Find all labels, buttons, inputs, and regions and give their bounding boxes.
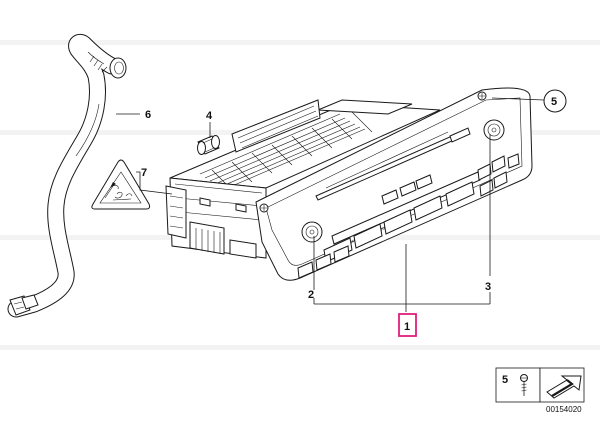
callout-1: 1 — [398, 313, 417, 337]
volume-knob — [301, 221, 323, 243]
lower-buttons — [297, 245, 350, 279]
heatsink-grid — [199, 111, 373, 191]
diagram-code: 00154020 — [546, 405, 582, 414]
preset-buttons — [381, 127, 471, 205]
hose-cable — [7, 33, 127, 318]
callout-3: 3 — [485, 281, 491, 293]
arrow-icon — [546, 375, 582, 399]
warning-label — [91, 159, 151, 210]
legend-screw: 5 — [495, 367, 541, 403]
tuning-knob — [483, 119, 505, 141]
callouts: 6 4 7 5 2 3 1 — [141, 89, 567, 337]
callout-1-label: 1 — [404, 321, 410, 333]
legend-label: 5 — [502, 374, 508, 386]
fuse-pin — [197, 135, 220, 155]
callout-5-label: 5 — [551, 96, 557, 108]
front-panel: BMW PROFESSIONAL — [255, 87, 533, 281]
callout-4: 4 — [206, 110, 213, 122]
callout-5: 5 — [543, 89, 567, 113]
callout-6: 6 — [145, 109, 151, 121]
leader-lines — [116, 97, 545, 312]
legend-arrow — [539, 367, 585, 403]
screw-icon — [520, 374, 528, 396]
callout-2: 2 — [308, 289, 314, 301]
radio-chassis — [165, 99, 441, 259]
callout-7: 7 — [141, 167, 147, 179]
